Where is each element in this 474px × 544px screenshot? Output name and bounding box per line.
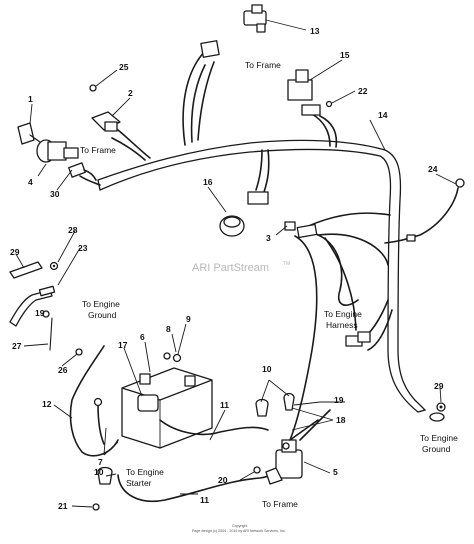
terminal-boot-10-left — [97, 466, 113, 485]
switch-15 — [287, 69, 321, 116]
callout-29-right: 29 — [434, 381, 444, 391]
callout-29-left: 29 — [10, 247, 20, 257]
watermark-trademark: TM — [283, 261, 290, 267]
callout-2: 2 — [128, 88, 133, 98]
callout-leaders — [15, 19, 457, 508]
callout-9: 9 — [186, 314, 191, 324]
callout-13: 13 — [310, 26, 320, 36]
copyright-line-2: Page design (c) 2004 - 2015 by ARI Netwo… — [192, 529, 286, 533]
terminal-boot-10-right — [255, 392, 295, 417]
terminal-cover-17 — [137, 394, 159, 412]
callout-15: 15 — [340, 50, 350, 60]
engine-harness-connector — [345, 331, 371, 347]
callout-22: 22 — [358, 86, 368, 96]
callout-28: 28 — [68, 225, 78, 235]
switch-16 — [219, 191, 269, 237]
watermark-text: ARI PartStream — [192, 262, 269, 274]
callout-11-bottom: 11 — [200, 495, 209, 505]
callout-19-right: 19 — [334, 395, 344, 405]
ground-cable-24 — [384, 178, 465, 244]
label-to-engine-ground-right-2: Ground — [422, 444, 451, 454]
callout-6: 6 — [140, 332, 145, 342]
copyright: Copyright Page design (c) 2004 - 2015 by… — [192, 524, 286, 533]
label-to-engine-ground-left-1: To Engine — [82, 299, 120, 309]
text-labels: To Frame To Frame To Frame To Engine Gro… — [80, 60, 458, 509]
label-to-frame-left: To Frame — [80, 145, 116, 155]
battery-cable-12 — [69, 345, 119, 457]
callout-10-right: 10 — [262, 364, 272, 374]
label-to-frame-top: To Frame — [245, 60, 281, 70]
callout-17: 17 — [118, 340, 128, 350]
ignition-key-1 — [17, 122, 41, 145]
callout-14: 14 — [378, 110, 388, 120]
label-to-engine-starter-1: To Engine — [126, 467, 164, 477]
label-to-engine-harness-2: Harness — [326, 320, 358, 330]
label-to-frame-bottom: To Frame — [262, 499, 298, 509]
switch-13 — [243, 4, 267, 33]
label-to-engine-starter-2: Starter — [126, 478, 152, 488]
callout-7: 7 — [98, 457, 103, 467]
callout-11-top: 11 — [220, 400, 229, 410]
connector-3 — [284, 221, 318, 239]
callout-18: 18 — [336, 415, 346, 425]
callout-24: 24 — [428, 164, 438, 174]
callout-4: 4 — [28, 177, 33, 187]
watermark: ARI PartStream TM — [192, 261, 290, 274]
main-wire-harness — [79, 41, 427, 441]
battery-6 — [121, 367, 213, 449]
callout-25: 25 — [119, 62, 129, 72]
callout-16: 16 — [203, 177, 213, 187]
callout-numbers: 1 2 3 4 5 6 7 8 9 10 10 11 11 12 13 14 1… — [10, 26, 444, 511]
bracket-23 — [9, 285, 56, 327]
label-to-engine-ground-right-1: To Engine — [420, 433, 458, 443]
connector-plug — [200, 40, 220, 58]
callout-8: 8 — [166, 324, 171, 334]
callout-3: 3 — [266, 233, 271, 243]
callout-1: 1 — [28, 94, 33, 104]
callout-21: 21 — [58, 501, 68, 511]
label-to-engine-harness-1: To Engine — [324, 309, 362, 319]
callout-23: 23 — [78, 243, 88, 253]
copyright-line-1: Copyright — [232, 524, 247, 528]
label-to-engine-ground-left-2: Ground — [88, 310, 117, 320]
callout-20: 20 — [218, 475, 228, 485]
tube-29 — [9, 261, 43, 279]
ground-strap-29 — [429, 402, 446, 422]
ignition-switch-4 — [36, 139, 79, 163]
callout-19-left: 19 — [35, 308, 45, 318]
callout-27: 27 — [12, 341, 22, 351]
callout-30: 30 — [50, 189, 60, 199]
callout-10-left: 10 — [94, 467, 104, 477]
switch-2 — [91, 111, 121, 132]
starter-solenoid-5 — [265, 409, 331, 485]
callout-26: 26 — [58, 365, 68, 375]
callout-12: 12 — [42, 399, 52, 409]
connector-30 — [68, 162, 97, 181]
callout-5: 5 — [333, 467, 338, 477]
